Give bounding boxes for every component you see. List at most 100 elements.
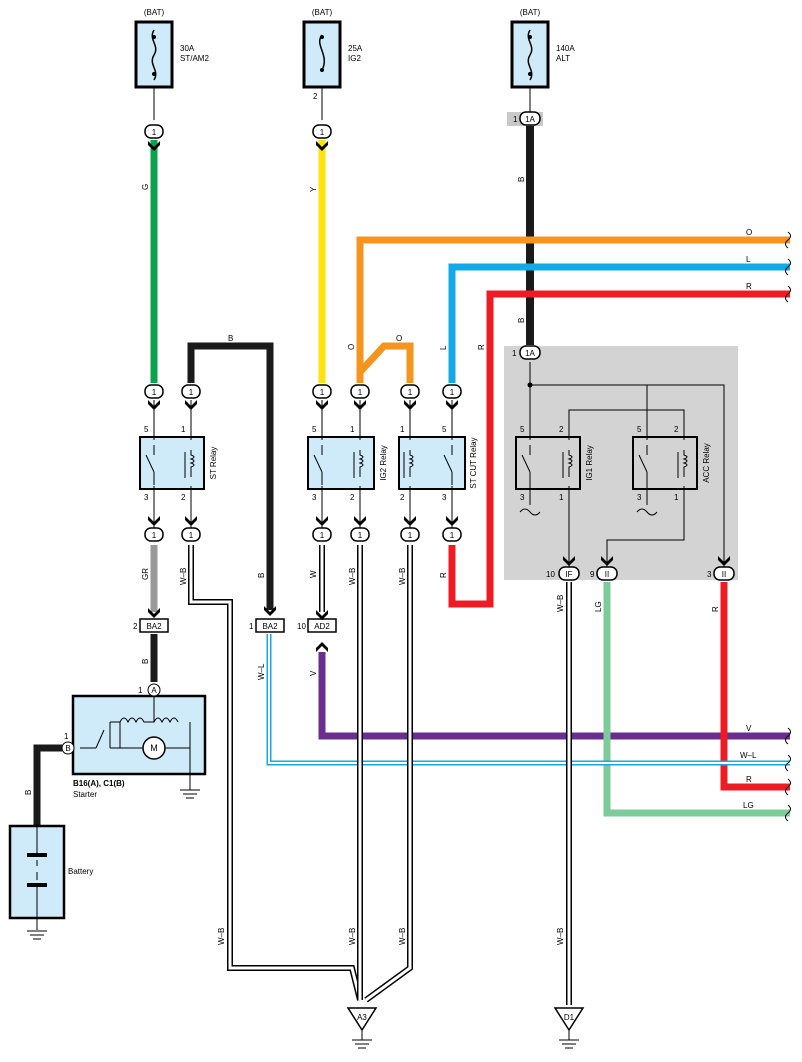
fuse-pin-2: 2	[313, 92, 318, 101]
starter-pin-a-num: 1	[138, 686, 143, 695]
fuse-name-1: ST/AM2	[180, 54, 209, 63]
ground-icon-starter	[180, 789, 200, 799]
svg-text:R: R	[711, 606, 720, 612]
starter-name: Starter	[73, 790, 97, 799]
fuse-alt	[510, 20, 550, 112]
svg-text:O: O	[396, 334, 402, 343]
starter-pin-a: A	[151, 686, 157, 695]
svg-text:B: B	[257, 573, 266, 578]
wire-o-main	[356, 236, 790, 383]
svg-text:1: 1	[189, 531, 194, 540]
svg-text:B: B	[517, 318, 526, 323]
ground-icon-battery	[27, 930, 47, 940]
svg-text:2: 2	[674, 425, 679, 434]
starter-ref: B16(A), C1(B)	[73, 779, 125, 788]
starter-pin-b-num: 1	[64, 732, 69, 741]
svg-text:5: 5	[637, 425, 642, 434]
ig1-relay	[515, 362, 685, 567]
svg-text:W–L: W–L	[257, 663, 266, 680]
svg-text:1: 1	[358, 531, 363, 540]
svg-text:3: 3	[520, 493, 525, 502]
fuse-rating-3: 140A	[556, 44, 575, 53]
st-cut-relay-label: ST CUT Relay	[469, 437, 478, 488]
svg-text:1: 1	[408, 531, 413, 540]
pin-if: 10	[546, 570, 555, 579]
svg-text:R: R	[746, 282, 752, 291]
conn-ad2: AD2	[314, 622, 330, 631]
svg-text:R: R	[439, 572, 448, 578]
fuse-rating-2: 25A	[348, 44, 363, 53]
svg-text:3: 3	[144, 493, 149, 502]
svg-text:W–L: W–L	[740, 751, 757, 760]
svg-text:L: L	[439, 345, 448, 350]
svg-text:1: 1	[350, 425, 355, 434]
battery	[8, 824, 66, 930]
svg-text:LG: LG	[594, 601, 603, 612]
svg-text:W–B: W–B	[217, 928, 226, 945]
svg-text:LG: LG	[743, 801, 754, 810]
svg-text:1: 1	[320, 388, 325, 397]
ig1-relay-label: IG1 Relay	[585, 445, 594, 481]
svg-text:1: 1	[408, 388, 413, 397]
wire-ends	[785, 231, 791, 822]
svg-text:W–B: W–B	[398, 928, 407, 945]
fuse-ig2	[302, 20, 342, 120]
wire-b-battery	[33, 744, 62, 826]
svg-text:W–B: W–B	[398, 568, 407, 585]
conn-ba2-1: BA2	[146, 622, 162, 631]
wire-o-jumper	[356, 342, 414, 383]
svg-text:R: R	[477, 344, 486, 350]
pin-ad2: 10	[297, 622, 306, 631]
starter	[61, 683, 207, 790]
conn-1a-top: 1A	[525, 115, 535, 124]
motor-label: M	[150, 743, 158, 753]
svg-text:W–B: W–B	[556, 595, 565, 612]
conn-ig2: 1	[320, 128, 325, 137]
ground-a3	[346, 1007, 378, 1049]
acc-relay-label: ACC Relay	[702, 443, 711, 483]
svg-text:5: 5	[442, 425, 447, 434]
fuse-source-3: (BAT)	[520, 8, 541, 17]
svg-text:1: 1	[152, 388, 157, 397]
svg-text:2: 2	[559, 425, 564, 434]
connector-ba2-boxes	[139, 618, 337, 633]
fuse-source-1: (BAT)	[144, 8, 165, 17]
pin-ba2-1: 2	[133, 622, 138, 631]
svg-text:O: O	[347, 344, 356, 350]
fuse-st-am2	[134, 20, 174, 120]
ig2-relay	[307, 400, 375, 528]
svg-text:3: 3	[312, 493, 317, 502]
wire-l	[448, 263, 790, 383]
pin-ii-1: 9	[590, 570, 595, 579]
fuse-rating-1: 30A	[180, 44, 195, 53]
pin-ba2-2: 1	[249, 622, 254, 631]
svg-text:B: B	[228, 334, 233, 343]
svg-text:3: 3	[637, 493, 642, 502]
svg-text:1: 1	[181, 425, 186, 434]
ground-d1	[553, 1007, 585, 1049]
relay-pin-numbers: 5 1 3 2 5 1 3 2 1 5 2 3 5 2 3 1 5 2 3 1	[144, 425, 679, 502]
svg-text:1: 1	[358, 388, 363, 397]
svg-text:B: B	[517, 177, 526, 182]
conn-st-am2: 1	[152, 128, 157, 137]
ig2-relay-label: IG2 Relay	[379, 445, 388, 481]
svg-text:O: O	[746, 228, 752, 237]
wire-r-lower	[720, 582, 790, 791]
fuse-source-2: (BAT)	[312, 8, 333, 17]
svg-text:5: 5	[520, 425, 525, 434]
wire-w-l	[266, 634, 790, 766]
pin-1a-mid: 1	[512, 349, 517, 358]
svg-text:1: 1	[450, 388, 455, 397]
st-cut-relay	[398, 400, 466, 528]
wire-labels: G Y B B B O O L R O L R GR W–B B W W–B W…	[24, 177, 757, 945]
conn-ii-2: II	[722, 570, 726, 579]
wire-lg	[603, 582, 790, 817]
svg-text:2: 2	[400, 493, 405, 502]
ground-a3-label: A3	[357, 1013, 367, 1022]
svg-text:V: V	[746, 724, 752, 733]
battery-label: Battery	[68, 867, 93, 876]
conn-ba2-2: BA2	[262, 622, 278, 631]
svg-text:W–B: W–B	[556, 928, 565, 945]
